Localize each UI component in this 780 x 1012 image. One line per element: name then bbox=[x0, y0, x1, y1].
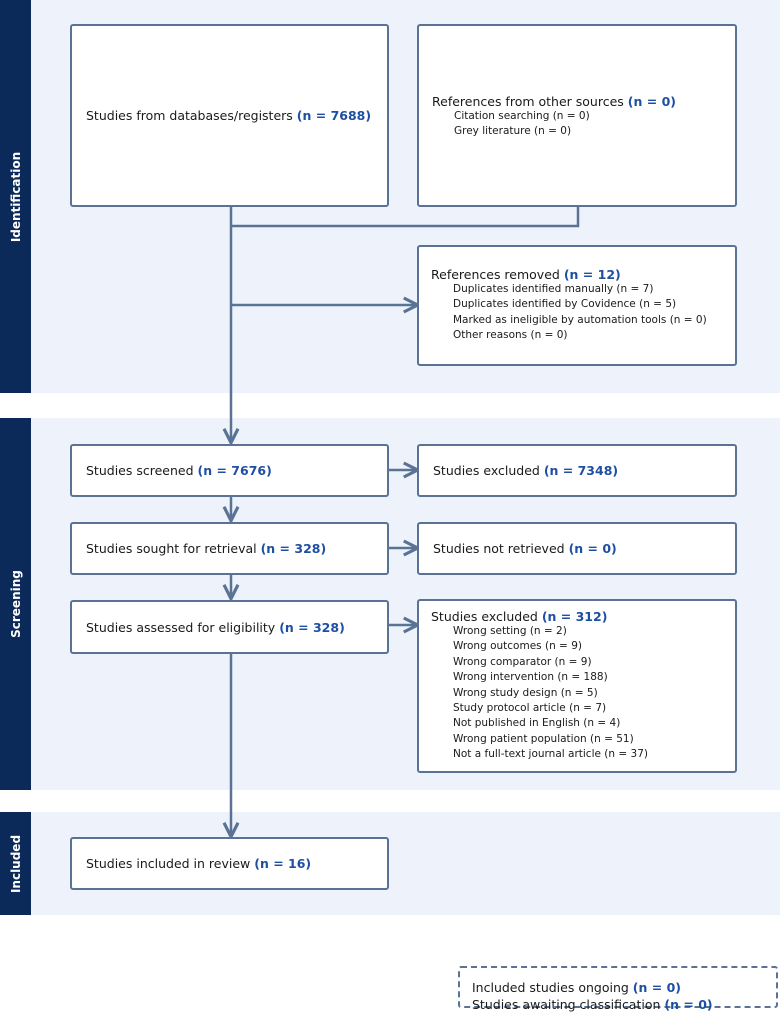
databases-box: Studies from databases/registers (n = 76… bbox=[70, 24, 389, 207]
sought-box: Studies sought for retrieval (n = 328) bbox=[70, 522, 389, 575]
removed-label: References removed bbox=[431, 267, 560, 282]
assessed-count: (n = 328) bbox=[279, 619, 345, 635]
not-retrieved-count: (n = 0) bbox=[568, 541, 617, 556]
databases-count: (n = 7688) bbox=[296, 108, 372, 123]
other-sources-item: Grey literature (n = 0) bbox=[454, 125, 572, 138]
removed-box: References removed (n = 12) Duplicates i… bbox=[417, 245, 737, 366]
included-review-count: (n = 16) bbox=[254, 856, 312, 871]
identification-label: Identification bbox=[0, 0, 31, 393]
not-retrieved-box: Studies not retrieved (n = 0) bbox=[417, 522, 737, 575]
excluded-screen-count: (n = 7348) bbox=[543, 463, 619, 478]
included-review-label: Studies included in review bbox=[86, 856, 251, 871]
assessed-label: Studies assessed for eligibility bbox=[86, 619, 276, 635]
exclusion-reason: Wrong intervention (n = 188) bbox=[453, 671, 608, 684]
removed-item: Duplicates identified manually (n = 7) bbox=[453, 283, 654, 295]
ongoing-awaiting-box: Included studies ongoing (n = 0) Studies… bbox=[458, 966, 778, 1012]
awaiting-label: Studies awaiting classification bbox=[472, 997, 661, 1012]
screened-count: (n = 7676) bbox=[197, 463, 272, 478]
excluded-full-box: Studies excluded (n = 312) Wrong setting… bbox=[417, 599, 737, 773]
awaiting-count: (n = 0) bbox=[664, 997, 713, 1012]
exclusion-reason: Wrong study design (n = 5) bbox=[453, 686, 598, 699]
sought-count: (n = 328) bbox=[260, 541, 327, 556]
exclusion-reason: Not a full-text journal article (n = 37) bbox=[453, 748, 648, 761]
exclusion-reason: Wrong setting (n = 2) bbox=[453, 625, 567, 637]
not-retrieved-label: Studies not retrieved bbox=[433, 541, 565, 556]
assessed-box: Studies assessed for eligibility (n = 32… bbox=[70, 600, 389, 654]
removed-count: (n = 12) bbox=[563, 267, 621, 282]
screened-label: Studies screened bbox=[86, 463, 194, 478]
sought-label: Studies sought for retrieval bbox=[86, 541, 257, 556]
ongoing-count: (n = 0) bbox=[632, 980, 681, 995]
removed-item: Other reasons (n = 0) bbox=[453, 329, 568, 342]
ongoing-label: Included studies ongoing bbox=[472, 980, 629, 995]
screened-box: Studies screened (n = 7676) bbox=[70, 444, 389, 497]
other-sources-box: References from other sources (n = 0) Ci… bbox=[417, 24, 737, 207]
removed-item: Duplicates identified by Covidence (n = … bbox=[453, 298, 677, 311]
connector-other-sources-merge bbox=[231, 206, 580, 228]
included-review-box: Studies included in review (n = 16) bbox=[70, 837, 389, 890]
databases-label: Studies from databases/registers bbox=[86, 108, 293, 123]
exclusion-reason: Wrong outcomes (n = 9) bbox=[453, 640, 582, 653]
other-sources-label: References from other sources bbox=[432, 94, 624, 109]
other-sources-item: Citation searching (n = 0) bbox=[454, 110, 590, 122]
exclusion-reason: Wrong comparator (n = 9) bbox=[453, 655, 592, 668]
excluded-full-label: Studies excluded bbox=[431, 609, 538, 624]
exclusion-reason: Not published in English (n = 4) bbox=[453, 717, 621, 730]
excluded-screen-box: Studies excluded (n = 7348) bbox=[417, 444, 737, 497]
included-label: Included bbox=[0, 812, 31, 915]
exclusion-reason: Study protocol article (n = 7) bbox=[453, 702, 607, 715]
exclusion-reason: Wrong patient population (n = 51) bbox=[453, 732, 634, 745]
excluded-screen-label: Studies excluded bbox=[433, 463, 540, 478]
removed-item: Marked as ineligible by automation tools… bbox=[453, 313, 707, 326]
screening-label: Screening bbox=[0, 418, 31, 790]
excluded-full-count: (n = 312) bbox=[541, 609, 608, 624]
other-sources-count: (n = 0) bbox=[627, 94, 676, 109]
